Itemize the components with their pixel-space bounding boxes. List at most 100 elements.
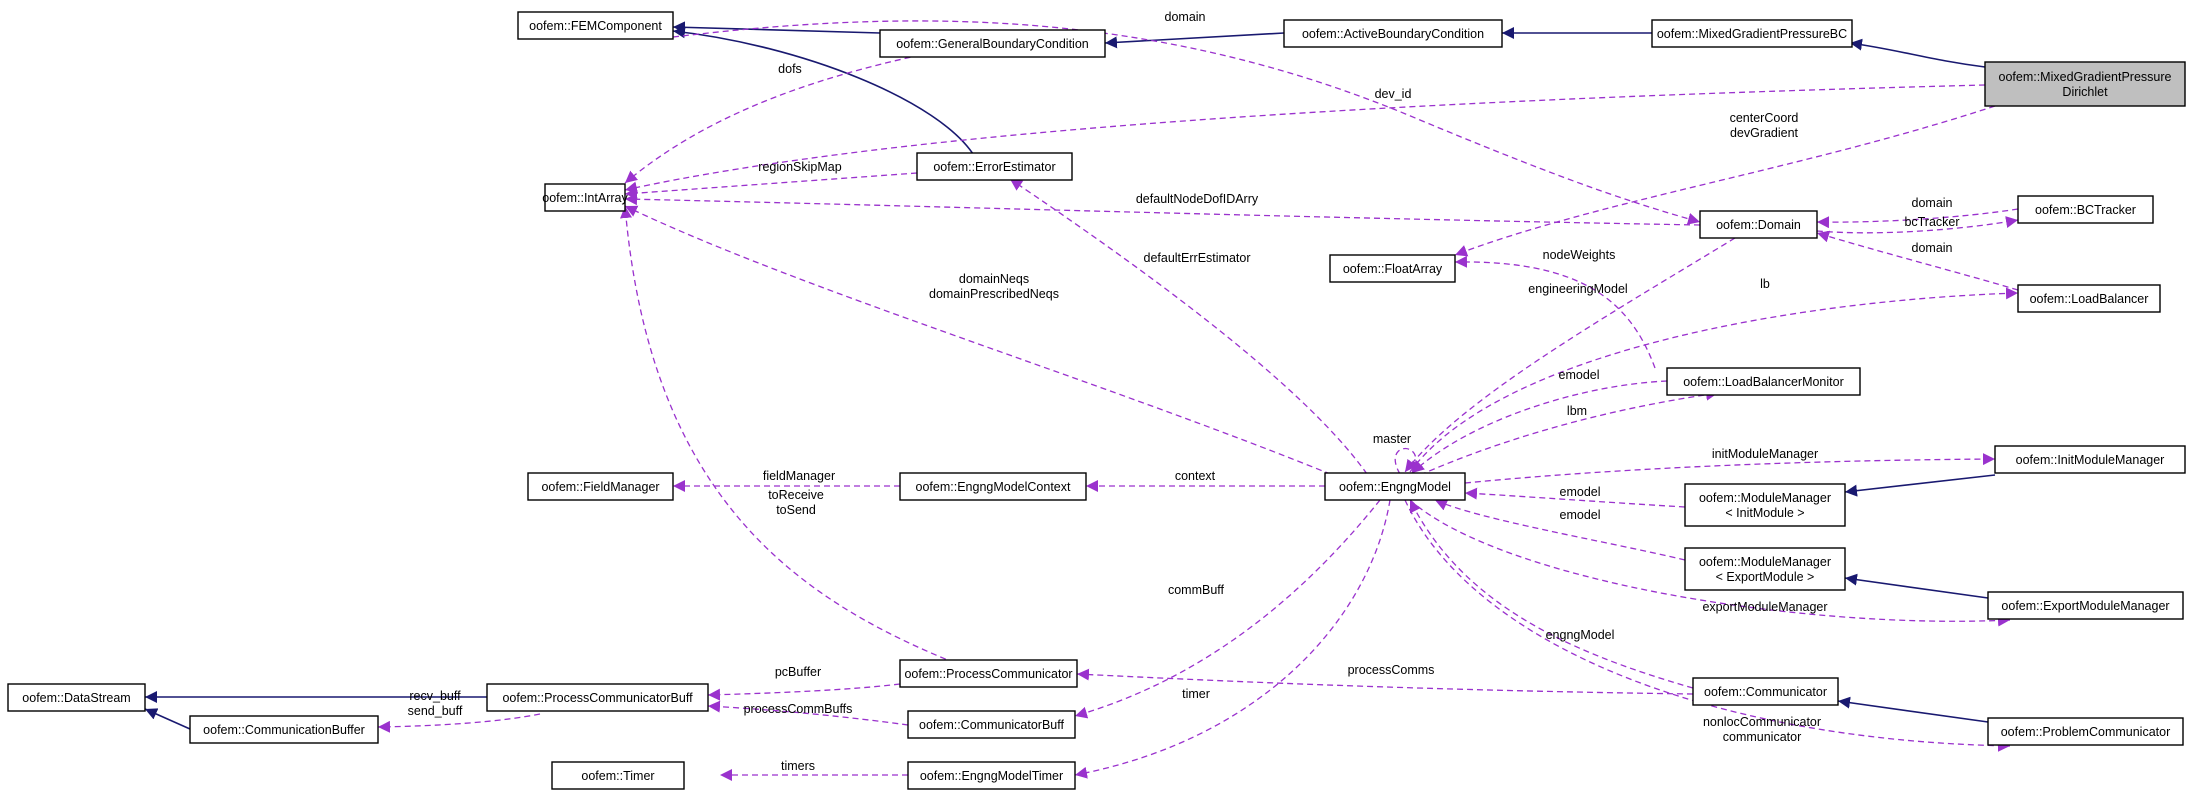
node-loadbal[interactable]: oofem::LoadBalancer (2017, 284, 2161, 313)
edge-probcomm-inherits-comm (1837, 696, 1989, 723)
node-label: oofem::FieldManager (541, 480, 659, 494)
node-label: oofem::LoadBalancer (2030, 292, 2149, 306)
edge-label-master: master (1373, 432, 1411, 446)
edge-label-recvbuff: send_buff (408, 704, 463, 718)
node-initmm[interactable]: oofem::InitModuleManager (1994, 445, 2186, 474)
node-box (486, 683, 709, 712)
node-lbmon[interactable]: oofem::LoadBalancerMonitor (1666, 367, 1861, 396)
edge-label-nonloc: nonlocCommunicator (1703, 715, 1821, 729)
node-comm[interactable]: oofem::Communicator (1692, 677, 1839, 706)
node-emctx[interactable]: oofem::EngngModelContext (899, 472, 1087, 501)
edge-engng-emtimer (1074, 499, 1391, 779)
node-label: oofem::DataStream (22, 691, 130, 705)
node-gbc[interactable]: oofem::GeneralBoundaryCondition (879, 29, 1106, 58)
node-fieldmgr[interactable]: oofem::FieldManager (527, 472, 674, 501)
edge-mminit-engng (1464, 487, 1686, 508)
node-box (2017, 284, 2161, 313)
node-box (1987, 717, 2184, 746)
edge-label-timer: timer (1182, 687, 1210, 701)
node-datastream[interactable]: oofem::DataStream (7, 683, 146, 712)
node-mminit[interactable]: oofem::ModuleManager< InitModule > (1684, 483, 1846, 527)
edge-label-domainneqs: domainNeqs (959, 272, 1029, 286)
edge-mgpd-floatarray (1454, 105, 1996, 257)
node-expmm[interactable]: oofem::ExportModuleManager (1987, 591, 2184, 620)
node-box (7, 683, 146, 712)
edge-label-lb_domain: domain (1912, 241, 1953, 255)
node-domain[interactable]: oofem::Domain (1699, 210, 1818, 239)
edge-label-lbm_emodel: emodel (1559, 368, 1600, 382)
node-abc[interactable]: oofem::ActiveBoundaryCondition (1283, 19, 1503, 48)
edge-abc-inherits-gbc (1104, 32, 1285, 49)
node-label: oofem::Timer (581, 769, 654, 783)
node-label: oofem::ActiveBoundaryCondition (1302, 27, 1484, 41)
node-label: oofem::CommunicationBuffer (203, 723, 365, 737)
node-commbuf[interactable]: oofem::CommunicationBuffer (189, 715, 379, 744)
edge-label-pcbuffer: pcBuffer (775, 665, 821, 679)
node-probcomm[interactable]: oofem::ProblemCommunicator (1987, 717, 2184, 746)
node-mgpbc[interactable]: oofem::MixedGradientPressureBC (1651, 19, 1853, 48)
edge-label-commbuff: commBuff (1168, 583, 1225, 597)
node-box (1283, 19, 1503, 48)
edge-label-torecv: toSend (776, 503, 816, 517)
edge-engng-initmm (1464, 453, 1996, 484)
node-box (1329, 254, 1456, 283)
edge-label-mmi_emodel: emodel (1560, 485, 1601, 499)
edge-domain-engng (1404, 237, 1736, 473)
node-label: oofem::EngngModel (1339, 480, 1451, 494)
node-intarray[interactable]: oofem::IntArray (542, 183, 628, 212)
node-box (1324, 472, 1466, 501)
node-label: oofem::FEMComponent (529, 19, 662, 33)
node-box (517, 11, 674, 40)
node-box (899, 472, 1087, 501)
edge-engng-commbuff (1074, 499, 1381, 719)
edge-engng-expmm (1409, 499, 2011, 627)
edge-bctracker-domain (1816, 208, 2019, 229)
edge-label-regionskipmap: regionSkipMap (758, 160, 841, 174)
node-commbuff2[interactable]: oofem::CommunicatorBuff (907, 710, 1076, 739)
edge-lbmon-floatarray (1454, 255, 1656, 369)
edge-engng-lbmon (1419, 388, 1719, 476)
nodes-layer: oofem::MixedGradientPressureDirichletoof… (7, 11, 2186, 790)
node-timer[interactable]: oofem::Timer (551, 761, 685, 790)
edge-engng-probcomm (1404, 499, 2011, 752)
edge-label-initmm: initModuleManager (1712, 447, 1818, 461)
node-box (1692, 677, 1839, 706)
node-emtimer[interactable]: oofem::EngngModelTimer (907, 761, 1076, 790)
edge-errest-inherits-femc (672, 26, 976, 158)
node-box (544, 183, 626, 212)
node-label: oofem::EngngModelTimer (920, 769, 1063, 783)
edge-label-domain_femc: domain (1165, 10, 1206, 24)
edge-label-centercoord: centerCoord (1730, 111, 1799, 125)
node-engng[interactable]: oofem::EngngModel (1324, 472, 1466, 501)
node-floatarray[interactable]: oofem::FloatArray (1329, 254, 1456, 283)
node-bctracker[interactable]: oofem::BCTracker (2017, 195, 2154, 224)
node-box (1987, 591, 2184, 620)
edge-label-mme_emodel: emodel (1560, 508, 1601, 522)
edge-mminit-inherits-initmm (1844, 474, 1996, 497)
node-box (1994, 445, 2186, 474)
edge-mgpd-intarray-devid (624, 84, 1986, 194)
node-mmexp[interactable]: oofem::ModuleManager< ExportModule > (1684, 547, 1846, 591)
node-box (1684, 483, 1846, 527)
edge-femc-domain (672, 20, 1701, 225)
edge-label-bctracker: bcTracker (1904, 215, 1959, 229)
node-proccomm[interactable]: oofem::ProcessCommunicator (899, 659, 1078, 688)
node-box (189, 715, 379, 744)
edge-loadbal-domain (1816, 230, 2019, 291)
node-label: oofem::ExportModuleManager (2001, 599, 2169, 613)
edge-label-torecv: toReceive (768, 488, 824, 502)
node-box (1684, 547, 1846, 591)
node-errest[interactable]: oofem::ErrorEstimator (916, 152, 1073, 181)
node-box (907, 761, 1076, 790)
node-femc[interactable]: oofem::FEMComponent (517, 11, 674, 40)
node-label: oofem::InitModuleManager (2016, 453, 2165, 467)
node-label: oofem::ProblemCommunicator (2001, 725, 2171, 739)
edge-comm-proccomm (1076, 668, 1694, 695)
edge-label-context: context (1175, 469, 1216, 483)
node-pcbuff[interactable]: oofem::ProcessCommunicatorBuff (486, 683, 709, 712)
node-box (879, 29, 1106, 58)
edges-layer (144, 20, 2019, 781)
edge-label-bct_domain: domain (1912, 196, 1953, 210)
edge-lbmon-engng (1411, 380, 1668, 474)
